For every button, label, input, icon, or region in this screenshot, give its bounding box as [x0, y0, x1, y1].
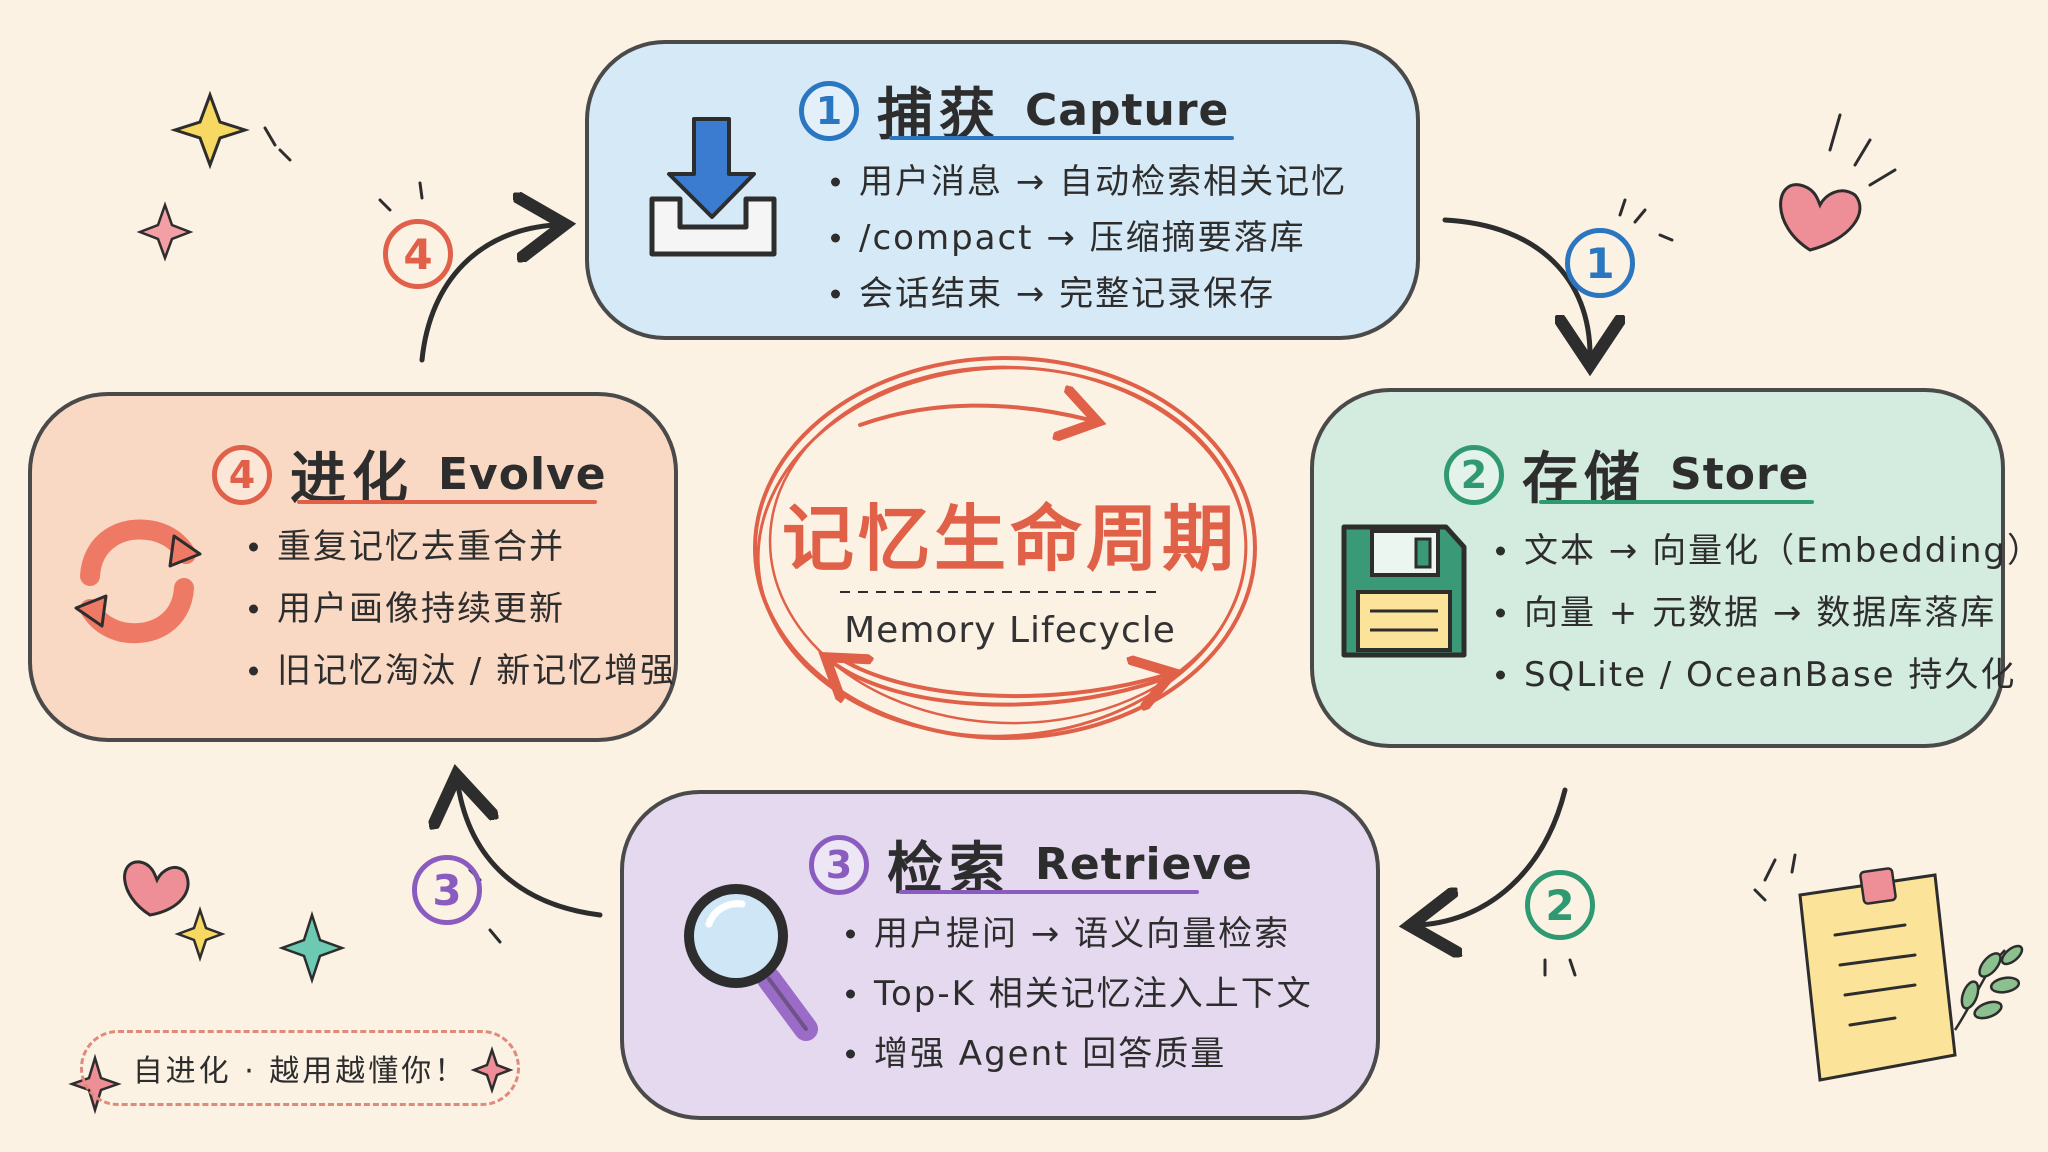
list-item: 重复记忆去重合并 [247, 516, 676, 578]
card-capture-underline [889, 136, 1234, 140]
arrow-label-4-text: 4 [403, 229, 433, 279]
card-retrieve-title-en: Retrieve [1035, 839, 1253, 890]
card-evolve-number: 4 [228, 452, 256, 497]
list-item: SQLite / OceanBase 持久化 [1494, 644, 2043, 706]
sparkle-yellow-topleft [170, 90, 250, 170]
download-tray-icon [634, 109, 794, 273]
arrow-label-1-text: 1 [1585, 238, 1615, 288]
arrow-retrieve-to-evolve [458, 785, 603, 918]
center-subtitle: Memory Lifecycle [844, 610, 1176, 651]
list-item: 文本 → 向量化（Embedding） [1494, 520, 2043, 582]
list-item: 用户画像持续更新 [247, 578, 676, 640]
arrow-evolve-to-capture [419, 225, 555, 363]
card-retrieve-underline [899, 890, 1199, 894]
list-item: /compact → 压缩摘要落库 [829, 210, 1347, 266]
card-evolve: 4 进化 Evolve 重复记忆去重合并 用户画像持续更新 旧记忆淘汰 / 新记… [28, 392, 678, 742]
arrow-capture-to-store [1442, 217, 1590, 355]
card-evolve-underline [297, 500, 597, 504]
refresh-cycle-icon [62, 506, 212, 660]
card-store-list: 文本 → 向量化（Embedding） 向量 + 元数据 → 数据库落库 SQL… [1494, 520, 2043, 706]
sparkle-pink-topleft [136, 201, 194, 262]
arrow-label-1: 1 [1565, 228, 1635, 298]
sparkle-yellow-bottomleft [174, 906, 226, 962]
card-capture: 1 捕获 Capture 用户消息 → 自动检索相关记忆 /compact → … [585, 40, 1420, 340]
floppy-disk-icon [1334, 517, 1474, 671]
center-bottom-arrow [833, 653, 1165, 696]
card-evolve-badge: 4 [212, 444, 272, 505]
arrow-store-to-retrieve [1420, 787, 1568, 925]
card-evolve-list: 重复记忆去重合并 用户画像持续更新 旧记忆淘汰 / 新记忆增强 [247, 516, 676, 702]
card-capture-badge: 1 [799, 80, 859, 141]
list-item: 增强 Agent 回答质量 [844, 1024, 1313, 1084]
center-title: 记忆生命周期 [781, 497, 1238, 581]
list-item: 用户提问 → 语义向量检索 [844, 904, 1313, 964]
center-top-arrow [858, 406, 1090, 425]
slogan-text: 自进化 · 越用越懂你！ [132, 1054, 468, 1089]
card-capture-list: 用户消息 → 自动检索相关记忆 /compact → 压缩摘要落库 会话结束 →… [829, 154, 1347, 322]
card-retrieve-number: 3 [825, 842, 853, 887]
center-bottom-arrow-left [832, 662, 1162, 707]
list-item: 向量 + 元数据 → 数据库落库 [1494, 582, 2043, 644]
card-capture-number: 1 [815, 88, 843, 133]
heart-pink-topright [1779, 183, 1862, 252]
card-capture-title-en: Capture [1025, 85, 1230, 136]
card-retrieve-badge: 3 [809, 834, 869, 895]
card-evolve-title-en: Evolve [438, 449, 607, 500]
leaf-sprig-icon [1953, 944, 2024, 1031]
arrow-label-4: 4 [383, 219, 453, 289]
card-retrieve: 3 检索 Retrieve 用户提问 → 语义向量检索 Top-K 相关记忆注入… [620, 790, 1380, 1120]
card-capture-header: 1 捕获 Capture [799, 70, 1229, 151]
card-store-underline [1539, 500, 1814, 504]
list-item: Top-K 相关记忆注入上下文 [844, 964, 1313, 1024]
arrow-label-3: 3 [412, 855, 482, 925]
card-store-number: 2 [1460, 452, 1488, 497]
list-item: 旧记忆淘汰 / 新记忆增强 [247, 640, 676, 702]
magnifier-icon [674, 874, 824, 1048]
arrow-label-2-text: 2 [1545, 880, 1575, 930]
center-ellipse [753, 356, 1257, 740]
arrow-label-2: 2 [1525, 870, 1595, 940]
arrow-label-3-text: 3 [432, 865, 462, 915]
slogan-banner: 自进化 · 越用越懂你！ [80, 1030, 520, 1106]
list-item: 用户消息 → 自动检索相关记忆 [829, 154, 1347, 210]
list-item: 会话结束 → 完整记录保存 [829, 266, 1347, 322]
card-store-title-en: Store [1670, 449, 1810, 500]
card-retrieve-list: 用户提问 → 语义向量检索 Top-K 相关记忆注入上下文 增强 Agent 回… [844, 904, 1313, 1084]
sticky-note-icon [1798, 867, 1957, 1082]
heart-pink-bottomleft [123, 860, 190, 917]
sparkle-teal-bottomleft [278, 910, 346, 984]
card-store-badge: 2 [1444, 444, 1504, 505]
card-store: 2 存储 Store 文本 → 向量化（Embedding） 向量 + 元数据 … [1310, 388, 2041, 748]
